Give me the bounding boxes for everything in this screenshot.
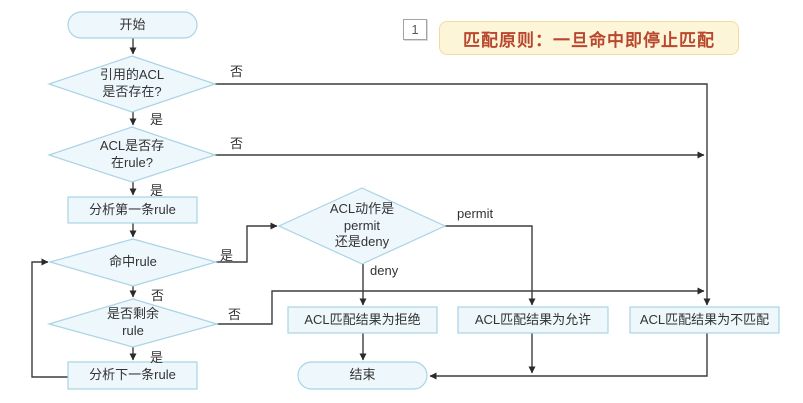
principle-banner: 匹配原则：一旦命中即停止匹配 bbox=[439, 21, 739, 55]
process-analyze-first-rule bbox=[67, 196, 198, 224]
start-node bbox=[67, 11, 198, 39]
edge-remaining-no bbox=[217, 287, 705, 325]
end-node bbox=[297, 361, 428, 390]
edge-exists-no bbox=[215, 83, 711, 306]
result-deny-box bbox=[287, 306, 438, 334]
decision-acl-exists bbox=[47, 55, 217, 113]
process-analyze-next-rule bbox=[67, 361, 198, 390]
edge-loop-next-to-hit bbox=[31, 258, 68, 378]
edge-nomatch-to-end bbox=[429, 333, 708, 380]
decision-rule-hit bbox=[47, 238, 219, 287]
decision-rules-remaining bbox=[46, 298, 220, 348]
result-permit-box bbox=[457, 306, 609, 334]
edge-hit-yes bbox=[216, 222, 278, 263]
result-no-match-box bbox=[629, 306, 780, 334]
decision-acl-action bbox=[277, 187, 447, 265]
edge-action-permit bbox=[445, 225, 536, 306]
step-number-badge: 1 bbox=[403, 19, 427, 40]
decision-acl-has-rule bbox=[47, 126, 217, 183]
